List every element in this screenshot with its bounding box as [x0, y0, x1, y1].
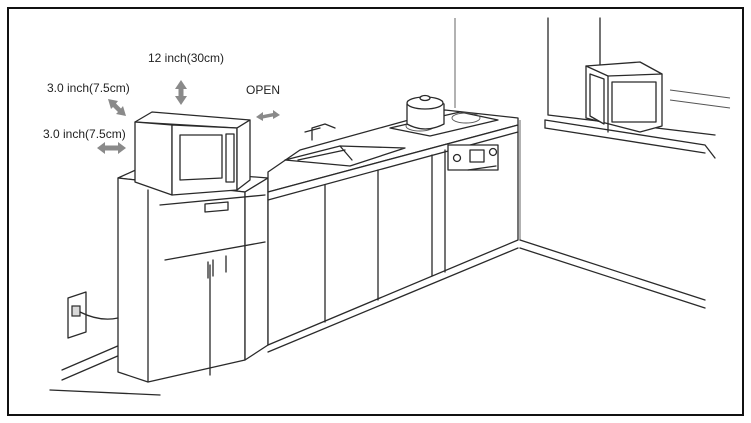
open-label: OPEN	[246, 83, 280, 97]
clearance-arrows	[97, 80, 280, 154]
back-clearance-label: 3.0 inch(7.5cm)	[43, 127, 126, 141]
microwave-cabinet	[117, 167, 269, 383]
wall-outlet	[67, 291, 119, 339]
stove	[389, 94, 499, 171]
microwave-oven	[134, 111, 251, 196]
side-clearance-label: 3.0 inch(7.5cm)	[47, 81, 130, 95]
room	[49, 18, 706, 396]
side-clearance-arrow-icon	[108, 99, 126, 116]
back-clearance-arrow-icon	[97, 142, 126, 154]
top-clearance-arrow-icon	[175, 80, 187, 105]
diagram-frame	[7, 7, 744, 416]
window	[544, 17, 731, 159]
open-clearance-arrow-icon	[256, 110, 280, 121]
sill-appliance	[585, 61, 663, 133]
sink	[284, 123, 406, 167]
top-clearance-label: 12 inch(30cm)	[148, 51, 224, 65]
